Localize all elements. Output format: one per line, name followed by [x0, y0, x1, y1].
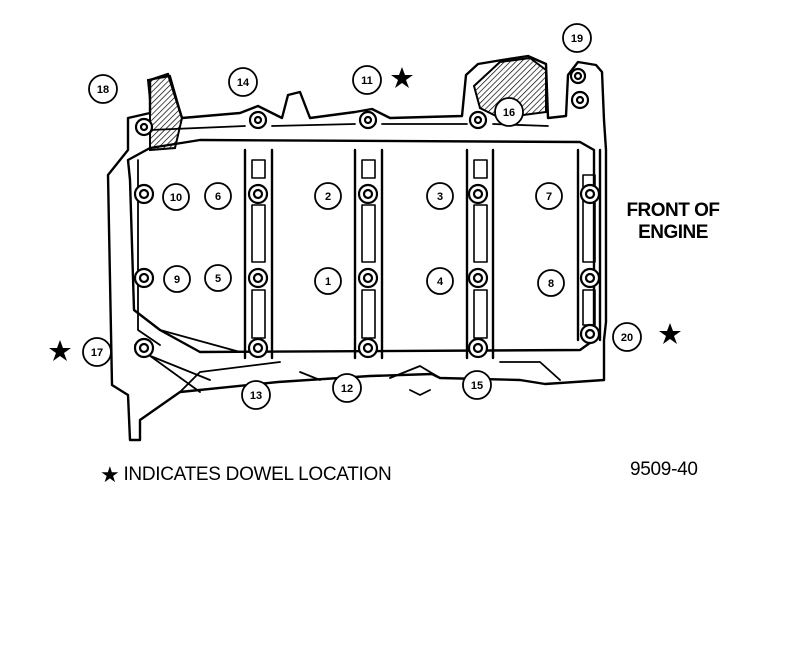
dowel-star-icon [49, 340, 71, 361]
callout-16: 16 [494, 97, 524, 127]
svg-text:18: 18 [97, 84, 109, 96]
svg-text:8: 8 [548, 278, 554, 290]
bolt-holes [133, 67, 601, 359]
dowel-star-icon [659, 323, 681, 344]
callout-9: 9 [163, 265, 191, 293]
callout-20: 20 [612, 322, 642, 352]
rear-flange [134, 159, 241, 393]
callout-3: 3 [426, 182, 454, 210]
callout-14: 14 [228, 67, 258, 97]
front-hatched-boss [472, 56, 547, 120]
callout-19: 19 [562, 23, 592, 53]
svg-text:6: 6 [215, 191, 221, 203]
callout-11: 11 [352, 65, 382, 95]
svg-text:13: 13 [250, 390, 262, 402]
legend-text: INDICATES DOWEL LOCATION [123, 464, 392, 485]
dowel-star-icon [391, 67, 413, 88]
svg-text:3: 3 [437, 191, 443, 203]
svg-text:20: 20 [621, 332, 633, 344]
rail-slots [251, 159, 596, 339]
top-rail [149, 123, 549, 131]
dowel-stars [49, 67, 681, 361]
figure-number: 9509-40 [630, 459, 698, 480]
callout-7: 7 [535, 182, 563, 210]
dowel-legend: ★ INDICATES DOWEL LOCATION [100, 462, 392, 487]
svg-text:1: 1 [325, 276, 331, 288]
callouts: 1 2 3 4 5 6 7 8 9 10 11 12 13 14 15 16 1… [82, 23, 642, 410]
flange-outline [126, 138, 596, 354]
callout-10: 10 [162, 183, 190, 211]
svg-text:14: 14 [237, 77, 250, 89]
callout-1: 1 [314, 267, 342, 295]
svg-text:16: 16 [503, 107, 515, 119]
callout-5: 5 [204, 264, 232, 292]
svg-text:4: 4 [437, 276, 444, 288]
svg-text:5: 5 [215, 273, 221, 285]
front-of-engine-label: FRONT OF ENGINE [626, 200, 720, 243]
svg-text:9: 9 [174, 274, 180, 286]
callout-18: 18 [88, 74, 118, 104]
svg-text:17: 17 [91, 347, 103, 359]
legend-star-icon: ★ [100, 462, 120, 487]
bearing-rail-center-right [465, 148, 495, 360]
bottom-edge [179, 361, 561, 396]
callout-17: 17 [82, 337, 112, 367]
bearing-rail-center-left [353, 148, 384, 360]
callout-4: 4 [426, 267, 454, 295]
svg-text:15: 15 [471, 380, 483, 392]
callout-8: 8 [537, 269, 565, 297]
svg-text:12: 12 [341, 383, 353, 395]
callout-15: 15 [462, 370, 492, 400]
svg-text:7: 7 [546, 191, 552, 203]
svg-text:10: 10 [170, 192, 182, 204]
svg-text:2: 2 [325, 191, 331, 203]
bearing-rail-left [243, 148, 274, 360]
svg-text:11: 11 [361, 75, 373, 87]
rear-hatched-boss [146, 74, 184, 152]
callout-12: 12 [332, 373, 362, 403]
callout-6: 6 [204, 182, 232, 210]
svg-text:19: 19 [571, 33, 583, 45]
bearing-rail-right [576, 148, 602, 342]
callout-13: 13 [241, 380, 271, 410]
callout-2: 2 [314, 182, 342, 210]
